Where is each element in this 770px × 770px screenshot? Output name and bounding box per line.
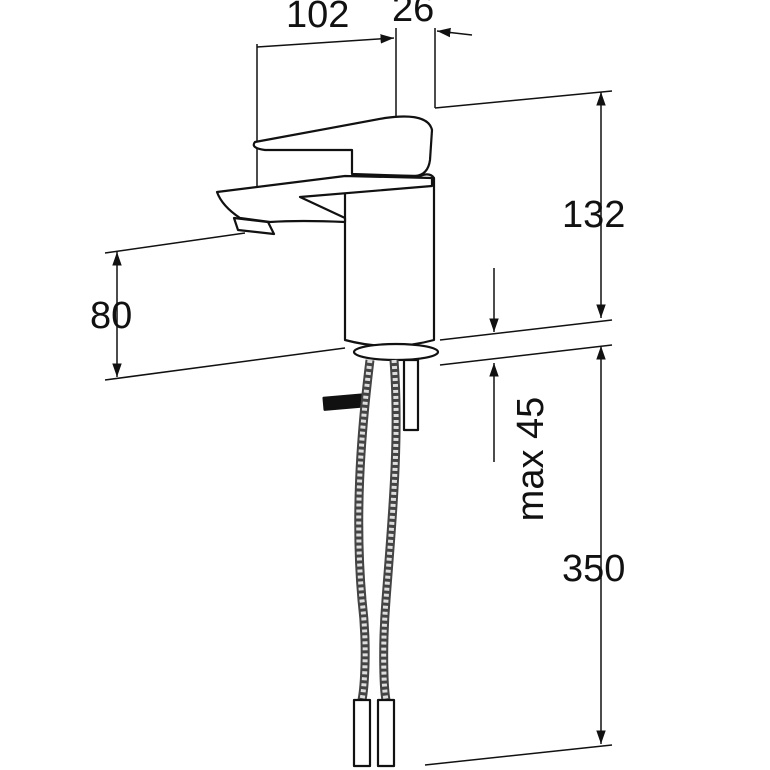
dim-label-102: 102 bbox=[286, 0, 350, 36]
hose-left-braid bbox=[356, 359, 373, 701]
dim-line-102 bbox=[256, 34, 395, 48]
dim-label-80: 80 bbox=[90, 295, 133, 337]
faucet-lever bbox=[252, 115, 434, 178]
ext-line-top bbox=[434, 90, 613, 109]
dim-label-26: 26 bbox=[392, 0, 435, 30]
mounting-stud bbox=[402, 358, 420, 432]
faucet-spout bbox=[215, 174, 434, 224]
hose-right-fitting bbox=[376, 698, 396, 768]
ext-line-deck-left bbox=[104, 347, 346, 381]
dim-label-132: 132 bbox=[562, 194, 626, 236]
dim-label-350: 350 bbox=[562, 548, 626, 590]
dim-line-26 bbox=[436, 27, 473, 38]
hose-right-braid bbox=[381, 359, 399, 701]
hose-left-fitting bbox=[352, 698, 372, 768]
faucet bbox=[215, 115, 440, 768]
dim-label-max-45: max 45 bbox=[510, 396, 552, 522]
faucet-body bbox=[343, 173, 436, 348]
faucet-base-ring bbox=[352, 342, 440, 362]
spout-aerator bbox=[232, 216, 276, 236]
ext-line-deck-top bbox=[439, 319, 613, 341]
mounting-rod-handle bbox=[322, 393, 368, 411]
ext-line-deck-bottom bbox=[439, 344, 613, 366]
ext-line-hose-end bbox=[424, 744, 613, 766]
ext-line-spout-outlet bbox=[104, 232, 246, 254]
